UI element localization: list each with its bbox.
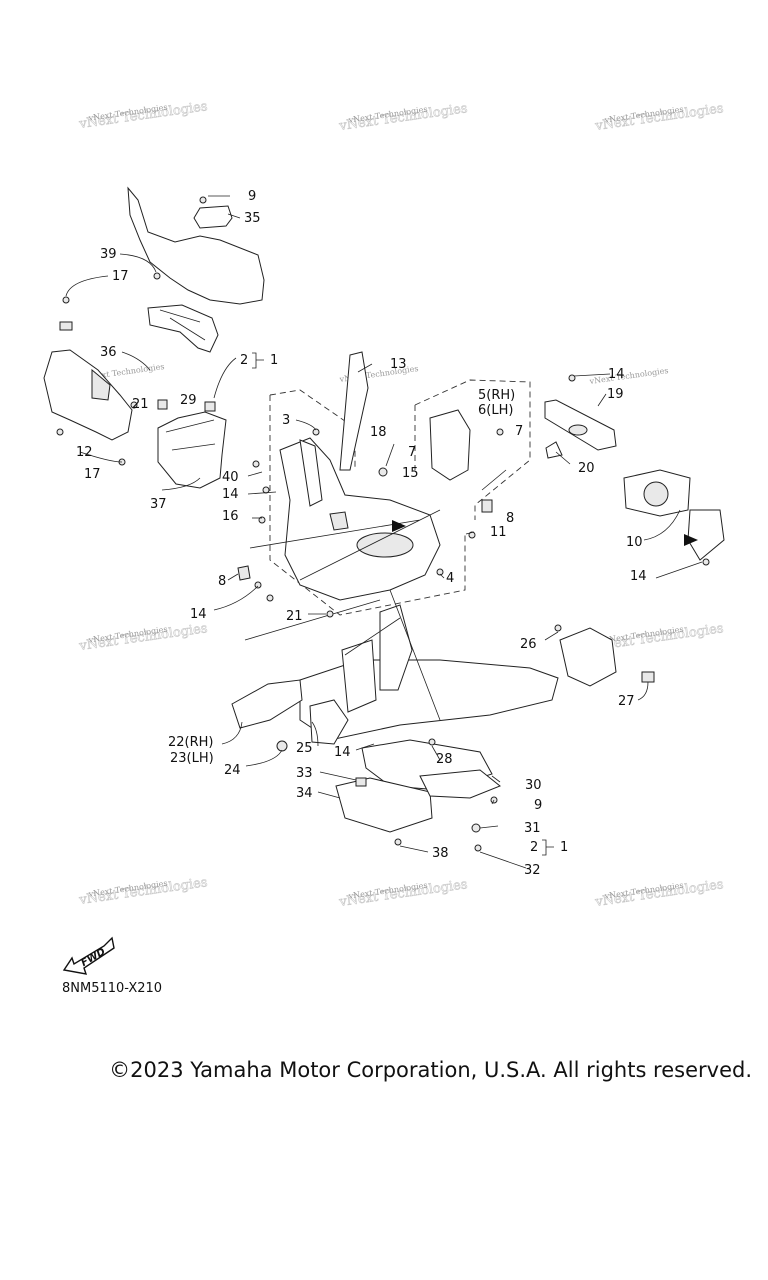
callout-label: 24: [224, 763, 241, 778]
callout-label: 34: [296, 786, 313, 801]
callout-label: 36: [100, 345, 117, 360]
callout-label: 10: [626, 535, 643, 550]
callout-label: 25: [296, 741, 313, 756]
watermark-text: vNext Technologies: [588, 366, 669, 386]
callout-label: 21: [286, 609, 303, 624]
lower-main-frame: [231, 589, 617, 833]
callout-label: 8: [218, 574, 226, 589]
callout-label: 35: [244, 211, 261, 226]
callout-label: 11: [490, 525, 507, 540]
callout-labels: 9 35 39 17 36 2 1 13 14 19 21 29 12 17 3…: [76, 189, 647, 878]
callout-label: 13: [390, 357, 407, 372]
callout-label: 32: [524, 863, 541, 878]
callout-label: 38: [432, 846, 449, 861]
callout-label: 39: [100, 247, 117, 262]
callout-label: 9: [534, 798, 542, 813]
callout-label: 23(LH): [170, 751, 214, 766]
callout-label: 31: [524, 821, 541, 836]
callout-label: 5(RH): [478, 388, 515, 403]
callout-label: 14: [222, 487, 239, 502]
callout-label: 4: [446, 571, 454, 586]
callout-label: 15: [402, 466, 419, 481]
callout-label: 7: [408, 445, 416, 460]
callout-label: 8: [506, 511, 514, 526]
callout-label: 29: [180, 393, 197, 408]
fwd-arrow-icon: FWD: [62, 936, 115, 975]
left-side-panel: [43, 349, 227, 489]
upper-side-cover: [127, 186, 265, 353]
callout-label: 27: [618, 694, 635, 709]
callout-label: 14: [334, 745, 351, 760]
callout-label: 7: [515, 424, 523, 439]
callout-label: 2: [240, 353, 248, 368]
callout-label: 2: [530, 840, 538, 855]
front-frame-assembly: [237, 351, 493, 601]
callout-label: 28: [436, 752, 453, 767]
callout-label: 14: [190, 607, 207, 622]
callout-label: 17: [84, 467, 101, 482]
assembly-boundary: [269, 379, 531, 616]
callout-label: 1: [560, 840, 568, 855]
callout-label: 30: [525, 778, 542, 793]
callout-label: 9: [248, 189, 256, 204]
callout-label: 19: [607, 387, 624, 402]
callout-label: 37: [150, 497, 167, 512]
callout-label: 21: [132, 397, 149, 412]
callout-label: 14: [630, 569, 647, 584]
callout-label: 16: [222, 509, 239, 524]
callout-label: 6(LH): [478, 403, 513, 418]
callout-label: 26: [520, 637, 537, 652]
callout-label: 22(RH): [168, 735, 214, 750]
leader-lines: [65, 195, 703, 869]
callout-label: 20: [578, 461, 595, 476]
callout-label: 17: [112, 269, 129, 284]
callout-label: 3: [282, 413, 290, 428]
diagram-code: 8NM5110-X210: [62, 981, 163, 996]
fwd-label: FWD: [79, 946, 107, 969]
callout-label: 12: [76, 445, 93, 460]
callout-label: 18: [370, 425, 387, 440]
forward-indicator-arrows: [392, 520, 698, 546]
callout-label: 33: [296, 766, 313, 781]
right-brackets: [544, 399, 725, 561]
callout-label: 1: [270, 353, 278, 368]
copyright-notice: ©2023 Yamaha Motor Corporation, U.S.A. A…: [109, 1058, 752, 1082]
callout-label: 40: [222, 470, 239, 485]
callout-label: 14: [608, 367, 625, 382]
